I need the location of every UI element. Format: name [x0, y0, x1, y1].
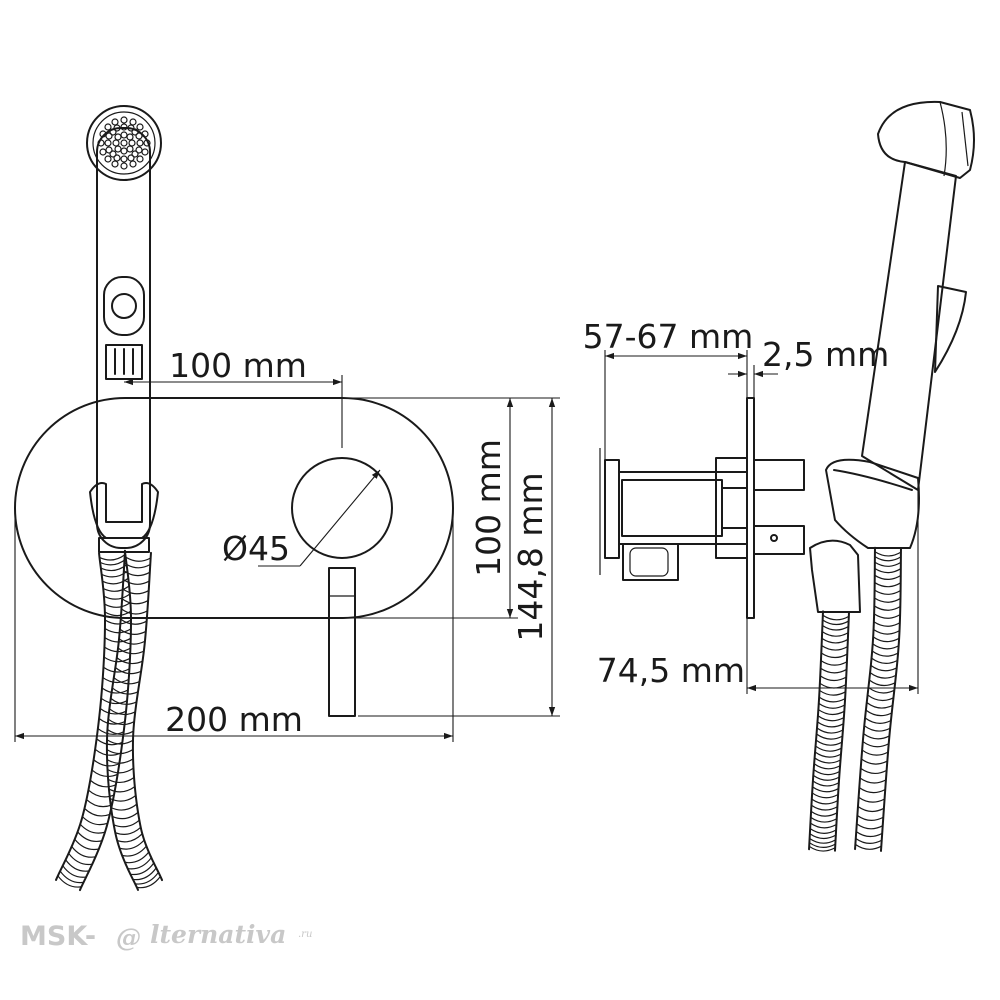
- valve-body: [599, 448, 748, 581]
- watermark-logo: MSK- @ lternativa .ru: [20, 920, 312, 952]
- mixer-knob: [291, 457, 393, 559]
- dim-handle-to-center: 100 mm: [169, 346, 307, 385]
- side-wall-plate: [746, 397, 755, 619]
- outlet-connector: [753, 459, 861, 613]
- hose-side: [808, 546, 902, 852]
- side-dimensions: 57-67 mm 2,5 mm 74,5 mm: [583, 317, 919, 694]
- shower-holder: [825, 458, 920, 549]
- logo-symbol: @: [116, 923, 141, 952]
- wall-plate: [14, 397, 454, 619]
- front-dimensions: 100 mm Ø45 100 mm 144,8 mm 200 mm: [14, 346, 560, 742]
- hand-shower: [86, 105, 162, 553]
- side-view: [599, 100, 975, 852]
- logo-suffix: lternativa: [150, 920, 286, 949]
- logo-prefix: MSK-: [20, 921, 96, 952]
- front-view: [14, 105, 454, 892]
- hose-front: [55, 549, 164, 892]
- dim-plate-height: 100 mm: [469, 439, 508, 577]
- hand-shower-side: [861, 100, 975, 491]
- logo-domain: .ru: [298, 929, 312, 940]
- dim-wall-depth: 57-67 mm: [583, 317, 754, 356]
- dim-total-height: 144,8 mm: [511, 472, 550, 641]
- shower-nozzles: [97, 116, 151, 170]
- dim-plate-width: 200 mm: [165, 700, 303, 739]
- shower-head: [86, 105, 162, 181]
- dim-plate-thickness: 2,5 mm: [762, 335, 889, 374]
- dim-projection: 74,5 mm: [597, 651, 745, 690]
- dim-diameter: Ø45: [222, 529, 290, 568]
- trigger-button: [103, 276, 145, 336]
- mixer-lever: [328, 567, 356, 717]
